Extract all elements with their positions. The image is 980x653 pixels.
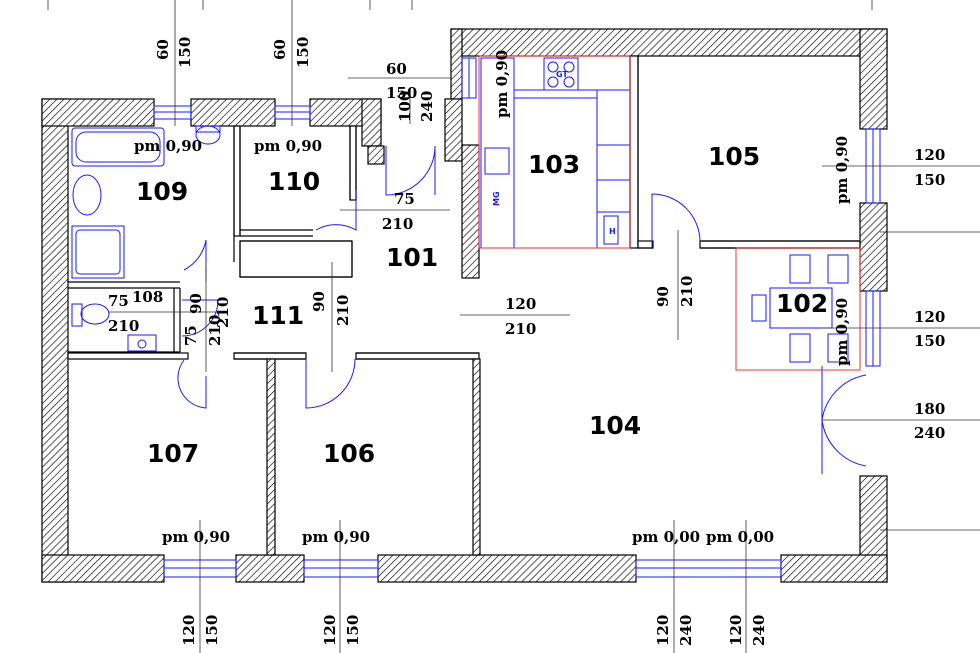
dim-entry-w: 60 bbox=[386, 60, 407, 78]
dim-d104-h: 210 bbox=[505, 320, 536, 338]
dim-r102-w: 120 bbox=[914, 308, 945, 326]
dim-d108-w: 75 bbox=[108, 292, 129, 310]
dim-d101-w: 75 bbox=[394, 190, 415, 208]
sill-104b: pm 0,00 bbox=[706, 528, 774, 546]
sill-105: pm 0,90 bbox=[833, 136, 851, 204]
windows bbox=[153, 57, 881, 578]
dim-b106-w: 120 bbox=[321, 615, 339, 646]
dim-b104a-h: 240 bbox=[677, 615, 695, 646]
kitchen-zone bbox=[478, 55, 861, 371]
sill-104a: pm 0,00 bbox=[632, 528, 700, 546]
dim-d111-h: 210 bbox=[334, 295, 352, 326]
dim-entry-door-h: 240 bbox=[418, 91, 436, 122]
dim-d109v-w: 90 bbox=[187, 293, 205, 314]
dim-b104b-w: 120 bbox=[727, 615, 745, 646]
dim-r105-h: 150 bbox=[914, 171, 945, 189]
room-104-label: 104 bbox=[589, 411, 641, 440]
sill-107: pm 0,90 bbox=[162, 528, 230, 546]
room-103-label: 103 bbox=[528, 150, 580, 179]
room-107-label: 107 bbox=[147, 439, 199, 468]
dim-b107-h: 150 bbox=[203, 615, 221, 646]
dim-top110-w: 60 bbox=[271, 39, 289, 60]
room-101-label: 101 bbox=[386, 243, 438, 272]
dim-b107-w: 120 bbox=[180, 615, 198, 646]
sill-102: pm 0,90 bbox=[833, 298, 851, 366]
dim-b106-h: 150 bbox=[344, 615, 362, 646]
dim-r102door-w: 180 bbox=[914, 400, 945, 418]
dim-d108v-w: 75 bbox=[182, 325, 200, 346]
room-110-label: 110 bbox=[268, 167, 320, 196]
room-102-label: 102 bbox=[776, 289, 828, 318]
dining-table bbox=[751, 254, 849, 363]
dim-d105-h: 210 bbox=[678, 276, 696, 307]
dim-r105-w: 120 bbox=[914, 146, 945, 164]
door-swings bbox=[177, 145, 867, 474]
dim-top110-h: 150 bbox=[294, 37, 312, 68]
dim-d108-h: 210 bbox=[108, 317, 139, 335]
dim-b104a-w: 120 bbox=[654, 615, 672, 646]
dim-entry-h: 150 bbox=[386, 84, 417, 102]
room-109-label: 109 bbox=[136, 177, 188, 206]
dim-entry-door-w: 100 bbox=[396, 91, 414, 122]
dim-r102door-h: 240 bbox=[914, 424, 945, 442]
dim-d104-w: 120 bbox=[505, 295, 536, 313]
gas-stove-label: GT bbox=[556, 70, 568, 79]
microwave-label: MG bbox=[492, 191, 501, 206]
room-105-label: 105 bbox=[708, 142, 760, 171]
dim-d101-h: 210 bbox=[382, 215, 413, 233]
dim-d108v-h: 210 bbox=[206, 315, 224, 346]
dim-lines bbox=[108, 0, 980, 653]
dim-b104b-h: 240 bbox=[750, 615, 768, 646]
dim-top109-w: 60 bbox=[154, 39, 172, 60]
dim-d105-w: 90 bbox=[654, 286, 672, 307]
top-ticks bbox=[47, 0, 873, 10]
dim-d111-w: 90 bbox=[310, 291, 328, 312]
hood-label: H bbox=[609, 227, 616, 236]
interior-walls bbox=[67, 55, 861, 556]
dim-top109-h: 150 bbox=[176, 37, 194, 68]
exterior-walls bbox=[41, 28, 888, 583]
sill-109: pm 0,90 bbox=[134, 137, 202, 155]
sill-103: pm 0,90 bbox=[493, 50, 511, 118]
room-111-label: 111 bbox=[252, 301, 304, 330]
sill-110: pm 0,90 bbox=[254, 137, 322, 155]
sill-106: pm 0,90 bbox=[302, 528, 370, 546]
room-106-label: 106 bbox=[323, 439, 375, 468]
dim-d109v-h: 210 bbox=[214, 297, 232, 328]
room-108-label: 108 bbox=[132, 288, 163, 306]
dim-r102-h: 150 bbox=[914, 332, 945, 350]
bathroom-fixtures bbox=[71, 125, 221, 352]
